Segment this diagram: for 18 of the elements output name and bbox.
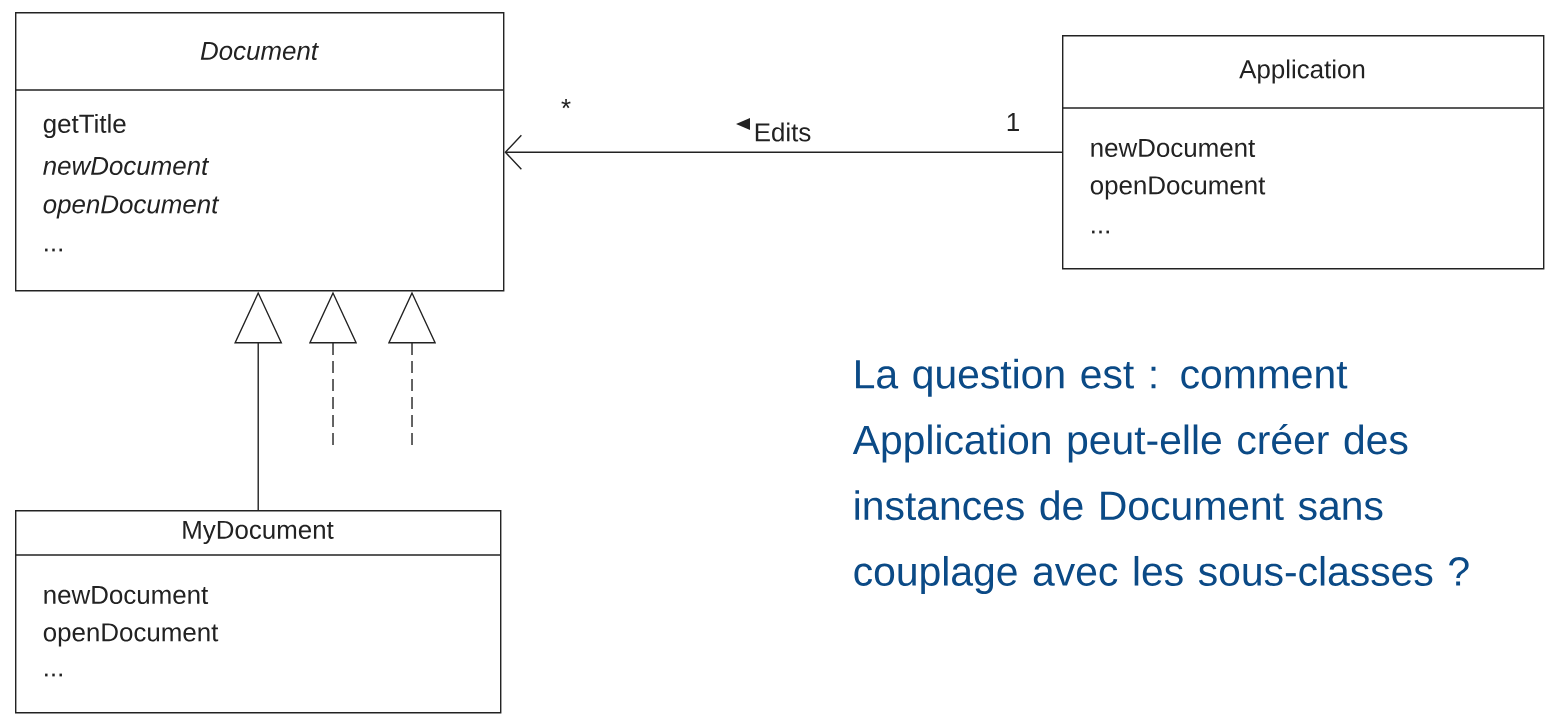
multiplicity: * <box>561 99 571 109</box>
class-name: MyDocument <box>183 520 334 545</box>
class-name: Application <box>1239 59 1365 84</box>
method-name: newDocument <box>43 156 210 176</box>
method-name: ... <box>1092 230 1109 234</box>
edge-label: Edits <box>755 122 811 142</box>
method-name: ... <box>45 248 62 252</box>
class-name: Document <box>200 41 319 61</box>
method-name: ... <box>45 673 62 677</box>
multiplicity: 1 <box>1007 113 1019 131</box>
method-name: openDocument <box>43 623 219 647</box>
association-arrow <box>504 134 1063 170</box>
method-name: getTitle <box>43 113 126 139</box>
method-name: openDocument <box>1090 176 1266 200</box>
question-text: La question est : comment Application peut-elle créer des instances de Document sans couplage avec les sous-classes ? <box>852 358 1469 594</box>
method-name: newDocument <box>44 585 209 605</box>
method-name: newDocument <box>1091 138 1256 158</box>
method-name: openDocument <box>43 195 220 219</box>
